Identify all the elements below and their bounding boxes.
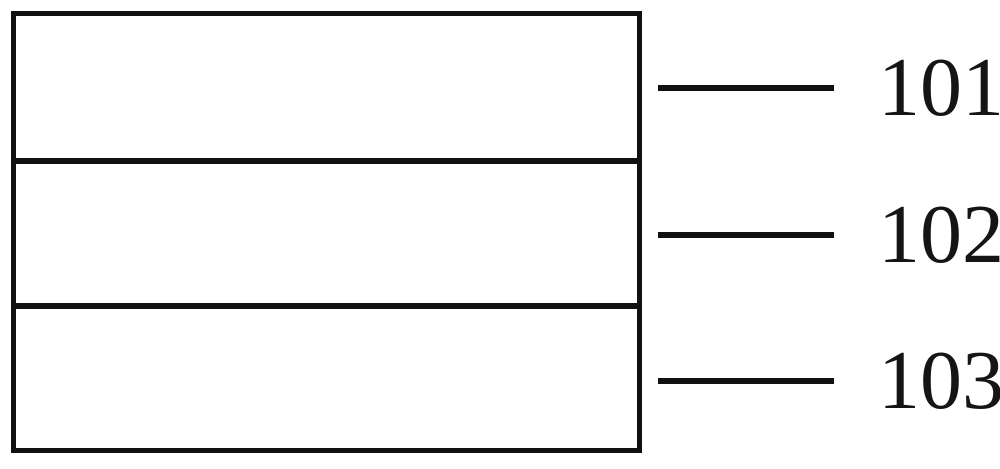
leader-line-icon-102	[658, 232, 834, 238]
layer-103	[16, 303, 637, 448]
layer-102	[16, 158, 637, 303]
layer-101	[16, 16, 637, 158]
leader-line-icon-101	[658, 85, 834, 91]
leader-line-icon-103	[658, 378, 834, 384]
layer-stack-diagram	[11, 11, 642, 453]
